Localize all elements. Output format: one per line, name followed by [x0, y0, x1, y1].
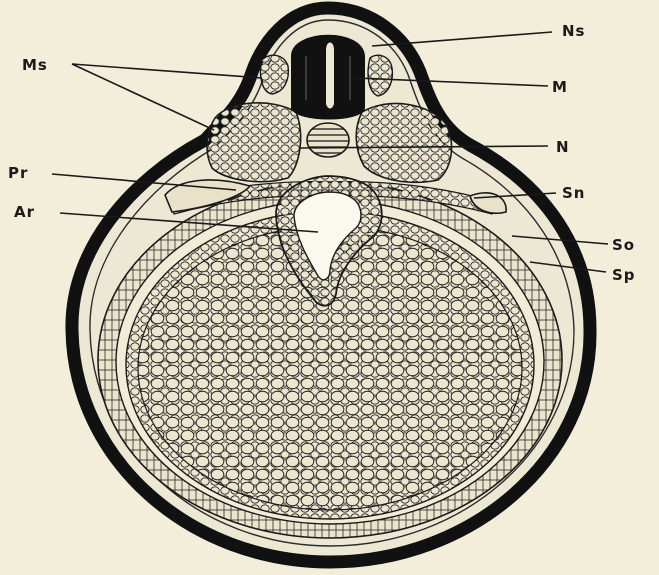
somite-left	[207, 103, 301, 182]
label-m: M	[552, 78, 568, 96]
label-pr: Pr	[8, 164, 28, 182]
label-n: N	[556, 138, 570, 156]
label-ar: Ar	[14, 203, 35, 221]
neural-canal	[326, 43, 334, 109]
label-so: So	[612, 236, 635, 254]
label-sp: Sp	[612, 266, 636, 284]
label-ms: Ms	[22, 56, 48, 74]
somite-right	[356, 103, 451, 182]
label-ns: Ns	[562, 22, 585, 40]
label-sn: Sn	[562, 184, 585, 202]
notochord	[307, 123, 349, 157]
